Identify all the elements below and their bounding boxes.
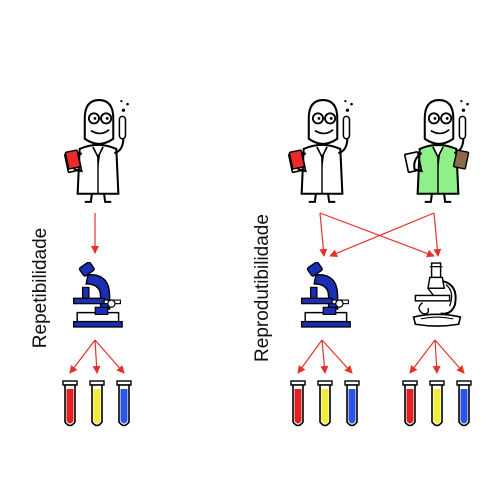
- microscope-classic-icon: [412, 262, 462, 328]
- test-tube-icon: [317, 380, 333, 427]
- arrows-scientists-to-microscopes: [319, 212, 442, 258]
- repeatability-label: Repetibilidade: [30, 228, 51, 348]
- reproducibility-label: Reprodutibilidade: [252, 214, 273, 362]
- test-tube-icon: [89, 380, 105, 427]
- arrows-modern-microscope-to-tubes: [297, 339, 353, 374]
- clipboard-red-icon: [288, 149, 306, 170]
- test-tube-icon: [290, 380, 306, 427]
- test-tube-icon: [62, 380, 78, 427]
- test-tube-icon: [429, 380, 445, 427]
- test-tube-icon: [116, 380, 132, 427]
- arrows-classic-microscope-to-tubes: [409, 339, 465, 374]
- test-tube-icon: [456, 380, 472, 427]
- arrows-microscope-to-tubes: [69, 339, 125, 374]
- clipboard-red-icon: [64, 149, 82, 170]
- test-tube-icon: [402, 380, 418, 427]
- test-tube-icon: [344, 380, 360, 427]
- clipboard-brown-icon: [452, 149, 470, 170]
- microscope-modern-icon: [72, 262, 123, 328]
- microscope-modern-icon: [300, 262, 351, 328]
